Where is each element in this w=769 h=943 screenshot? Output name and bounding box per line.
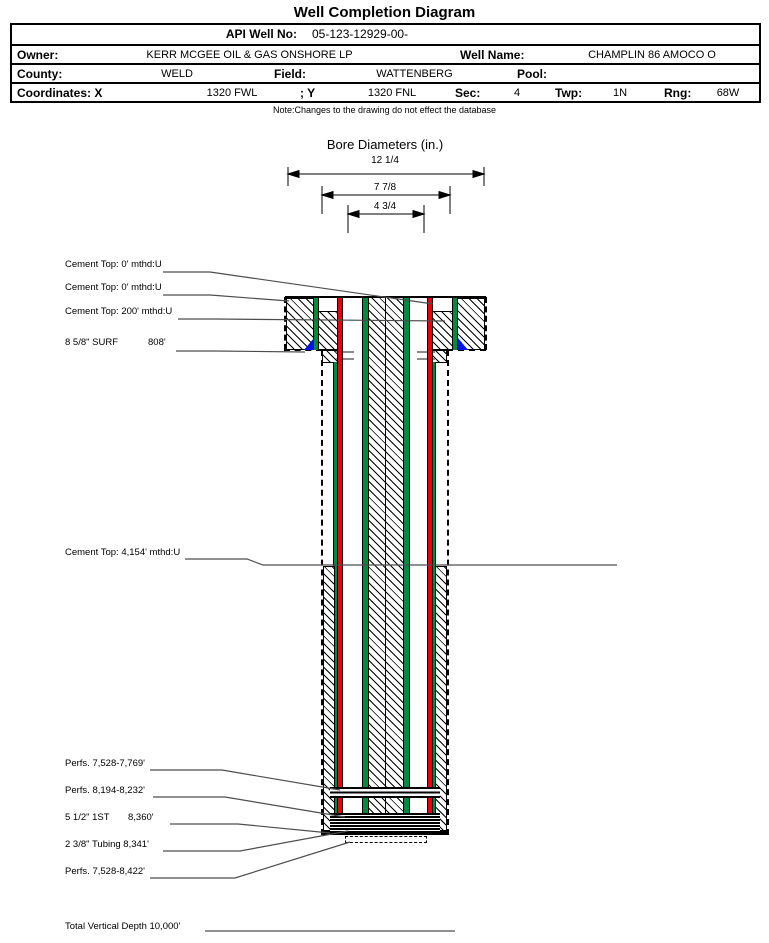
surface-casing-right (452, 298, 458, 350)
cement-top-label-2: Cement Top: 0' mthd:U (65, 282, 162, 293)
hanger-mark (336, 358, 354, 360)
twp-label: Twp: (555, 86, 583, 100)
table-row-api: API Well No: 05-123-12929-00- (12, 25, 759, 44)
leader-perfs-3 (150, 841, 351, 879)
bore-diameter-12-1-4: 12 1/4 (371, 155, 399, 166)
page-title: Well Completion Diagram (293, 4, 476, 21)
sec-label: Sec: (455, 86, 481, 100)
production-casing-right (427, 298, 433, 831)
owner-label: Owner: (17, 48, 59, 62)
tubing-label: 2 3/8" Tubing 8,341' (65, 839, 149, 850)
bore-diameter-4-3-4: 4 3/4 (373, 201, 397, 212)
surface-casing-label: 8 5/8" SURF (65, 337, 119, 348)
cement-annulus-outer-left (286, 298, 314, 350)
cement-top-label-4: Cement Top: 4,154' mthd:U (65, 547, 181, 558)
leader-perfs-1 (150, 769, 341, 791)
sec-value: 4 (513, 87, 521, 99)
production-casing-left (337, 298, 343, 831)
production-casing-depth: 8,360' (128, 812, 154, 823)
perfs-label-3: Perfs. 7,528-8,422' (65, 866, 145, 877)
well-centerline (385, 298, 386, 831)
cement-annulus-inner-right (432, 311, 453, 350)
field-label: Field: (274, 67, 306, 81)
well-header-table: API Well No: 05-123-12929-00- Owner: KER… (10, 23, 761, 103)
perfs-label-1: Perfs. 7,528-7,769' (65, 758, 145, 769)
surface-casing-left (313, 298, 319, 350)
well-name-label: Well Name: (460, 48, 525, 62)
perforation-band-2 (330, 813, 440, 832)
tubing-wall-left (362, 298, 369, 831)
table-row-coordinates: Coordinates: X 1320 FWL ; Y 1320 FNL Sec… (12, 82, 759, 101)
surface-shoe-step-right (447, 349, 486, 351)
cement-stub-right (431, 350, 447, 363)
leader-perfs-2 (153, 796, 346, 818)
cement-sheath-left (323, 566, 335, 831)
perfs-label-2: Perfs. 8,194-8,232' (65, 785, 145, 796)
borehole-wall-right (447, 350, 449, 835)
well-name-value: CHAMPLIN 86 AMOCO O (588, 49, 716, 61)
surface-shoe-step-left (284, 349, 322, 351)
tubing-wall-right (403, 298, 410, 831)
api-label: API Well No: (225, 27, 297, 41)
cement-top-label-1: Cement Top: 0' mthd:U (65, 259, 162, 270)
perforation-band-1 (330, 787, 440, 798)
bore-diameters-title: Bore Diameters (in.) (326, 137, 444, 152)
leader-cement-top-2 (163, 294, 290, 302)
borehole-wall-left-top (284, 297, 286, 350)
surface-casing-depth: 808' (148, 337, 166, 348)
coordinates-label: Coordinates: X (17, 86, 103, 100)
table-row-owner: Owner: KERR MCGEE OIL & GAS ONSHORE LP W… (12, 44, 759, 63)
database-note: Note:Changes to the drawing do not effec… (273, 105, 496, 115)
borehole-wall-right-top (485, 297, 487, 350)
api-value: 05-123-12929-00- (312, 27, 409, 41)
bore-diameter-7-7-8: 7 7/8 (373, 182, 397, 193)
county-label: County: (17, 67, 63, 81)
cement-annulus-outer-right (457, 298, 485, 350)
county-value: WELD (161, 68, 193, 80)
cement-sheath-right (435, 566, 447, 831)
twp-value: 1N (612, 87, 628, 99)
tubing-interior-hatch (369, 298, 403, 831)
coordinate-x-value: 1320 FWL (206, 87, 258, 99)
leader-production-casing (170, 823, 331, 834)
dimension-ticks (287, 167, 485, 233)
rng-label: Rng: (664, 86, 692, 100)
production-casing-shoe (321, 831, 449, 835)
table-row-county: County: WELD Field: WATTENBERG Pool: (12, 63, 759, 82)
borehole-wall-left (321, 350, 323, 835)
tvd-label: Total Vertical Depth 10,000' (65, 921, 181, 932)
hanger-mark (417, 358, 435, 360)
rng-value: 68W (716, 87, 740, 99)
leader-surface-casing (176, 350, 306, 353)
production-casing-label: 5 1/2" 1ST (65, 812, 110, 823)
cement-annulus-inner-left (318, 311, 338, 350)
field-value: WATTENBERG (376, 68, 453, 80)
hanger-mark (417, 351, 435, 353)
coordinate-y-label: ; Y (300, 86, 316, 100)
hanger-mark (336, 351, 354, 353)
cement-top-label-3: Cement Top: 200' mthd:U (65, 306, 173, 317)
shoe-track (345, 836, 427, 843)
coordinate-y-value: 1320 FNL (367, 87, 417, 99)
owner-value: KERR MCGEE OIL & GAS ONSHORE LP (146, 49, 353, 61)
pool-label: Pool: (517, 67, 547, 81)
